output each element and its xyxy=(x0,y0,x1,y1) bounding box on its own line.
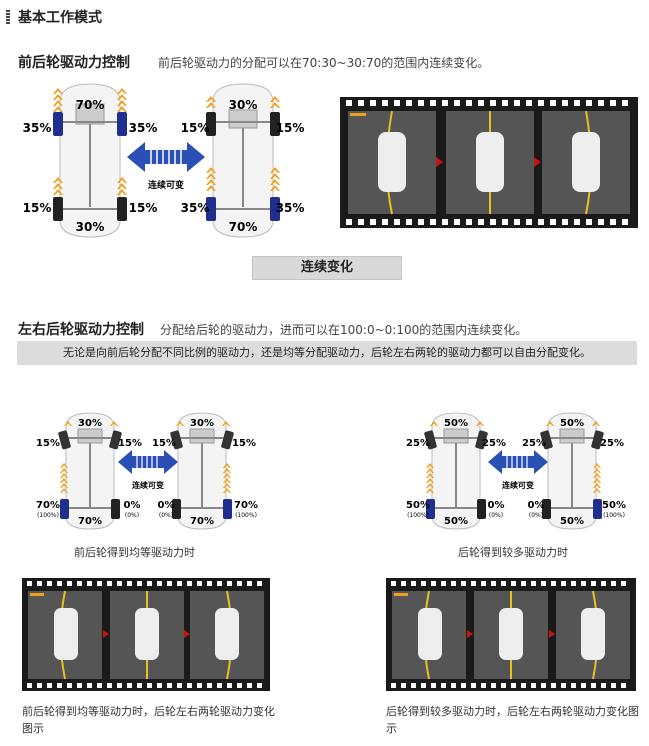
svg-text:15%: 15% xyxy=(129,201,158,215)
page-heading: 基本工作模式 xyxy=(6,6,102,28)
car-right xyxy=(206,83,280,238)
rear-bias-film-caption: 后轮得到较多驱动力时，后轮左右两轮驱动力变化图示 xyxy=(386,705,639,735)
svg-text:50%: 50% xyxy=(560,516,584,527)
svg-text:0%: 0% xyxy=(488,500,505,511)
svg-text:25%: 25% xyxy=(482,438,506,449)
equal-drive-film-strip xyxy=(22,578,270,691)
rear-bias-caption: 后轮得到较多驱动力时 xyxy=(458,546,568,559)
svg-text:70%: 70% xyxy=(234,500,258,511)
svg-text:50%: 50% xyxy=(444,418,468,429)
svg-text:30%: 30% xyxy=(78,418,102,429)
svg-text:15%: 15% xyxy=(232,438,256,449)
svg-text:(100%): (100%) xyxy=(407,512,429,519)
svg-text:50%: 50% xyxy=(406,500,430,511)
svg-text:(0%): (0%) xyxy=(529,512,543,519)
svg-text:0%: 0% xyxy=(158,500,175,511)
svg-text:连续可变: 连续可变 xyxy=(502,480,534,490)
continuous-change-button[interactable]: 连续变化 xyxy=(252,256,402,280)
svg-text:(0%): (0%) xyxy=(125,512,139,519)
svg-text:25%: 25% xyxy=(406,438,430,449)
svg-text:50%: 50% xyxy=(444,516,468,527)
page-title: 基本工作模式 xyxy=(18,10,102,26)
svg-text:(100%): (100%) xyxy=(603,512,625,519)
svg-text:(100%): (100%) xyxy=(235,512,257,519)
svg-text:25%: 25% xyxy=(600,438,624,449)
svg-text:15%: 15% xyxy=(118,438,142,449)
svg-text:70%: 70% xyxy=(36,500,60,511)
equal-drive-caption: 前后轮得到均等驱动力时 xyxy=(74,546,195,559)
double-arrow-icon xyxy=(488,450,548,474)
svg-text:15%: 15% xyxy=(36,438,60,449)
section1-title: 前后轮驱动力控制 xyxy=(18,55,130,71)
svg-text:70%: 70% xyxy=(76,98,105,112)
svg-text:35%: 35% xyxy=(181,201,210,215)
svg-text:50%: 50% xyxy=(560,418,584,429)
rear-bias-car-diagram: 50% 50% 25% 25% 50% (100%) 0% (0%) 连续可变 … xyxy=(406,412,626,530)
svg-text:0%: 0% xyxy=(124,500,141,511)
svg-text:70%: 70% xyxy=(78,516,102,527)
svg-text:35%: 35% xyxy=(129,121,158,135)
svg-text:(100%): (100%) xyxy=(37,512,59,519)
equal-drive-film-caption: 前后轮得到均等驱动力时，后轮左右两轮驱动力变化图示 xyxy=(22,705,275,735)
car-left xyxy=(53,83,127,238)
svg-text:15%: 15% xyxy=(276,121,305,135)
svg-text:50%: 50% xyxy=(602,500,626,511)
svg-text:15%: 15% xyxy=(181,121,210,135)
section2-note: 无论是向前后轮分配不同比例的驱动力，还是均等分配驱动力，后轮左右两轮的驱动力都可… xyxy=(17,341,637,365)
section1-film-strip xyxy=(340,97,638,228)
svg-text:0%: 0% xyxy=(528,500,545,511)
svg-text:连续可变: 连续可变 xyxy=(132,480,164,490)
svg-text:30%: 30% xyxy=(76,220,105,234)
svg-text:25%: 25% xyxy=(522,438,546,449)
svg-text:(0%): (0%) xyxy=(159,512,173,519)
double-arrow-icon xyxy=(127,142,205,172)
svg-text:30%: 30% xyxy=(190,418,214,429)
rear-bias-film-strip xyxy=(386,578,636,691)
svg-text:连续可变: 连续可变 xyxy=(148,179,184,191)
svg-text:35%: 35% xyxy=(276,201,305,215)
svg-text:70%: 70% xyxy=(229,220,258,234)
section2-desc: 分配给后轮的驱动力，进而可以在100:0~0:100的范围内连续变化。 xyxy=(160,323,528,337)
section2-title: 左右后轮驱动力控制 xyxy=(18,322,144,338)
svg-text:15%: 15% xyxy=(152,438,176,449)
svg-text:(0%): (0%) xyxy=(489,512,503,519)
svg-text:30%: 30% xyxy=(229,98,258,112)
double-arrow-icon xyxy=(118,450,178,474)
section1-car-diagram: 70% 30% 35% 35% 15% 15% 连续可变 30% 70% 15%… xyxy=(23,83,305,238)
heading-marker-icon xyxy=(6,10,10,24)
equal-drive-car-diagram: 30% 70% 15% 15% 70% (100%) 0% (0%) 连续可变 … xyxy=(36,412,258,530)
section1-desc: 前后轮驱动力的分配可以在70:30~30:70的范围内连续变化。 xyxy=(158,56,490,70)
svg-text:35%: 35% xyxy=(23,121,52,135)
svg-text:15%: 15% xyxy=(23,201,52,215)
svg-text:70%: 70% xyxy=(190,516,214,527)
